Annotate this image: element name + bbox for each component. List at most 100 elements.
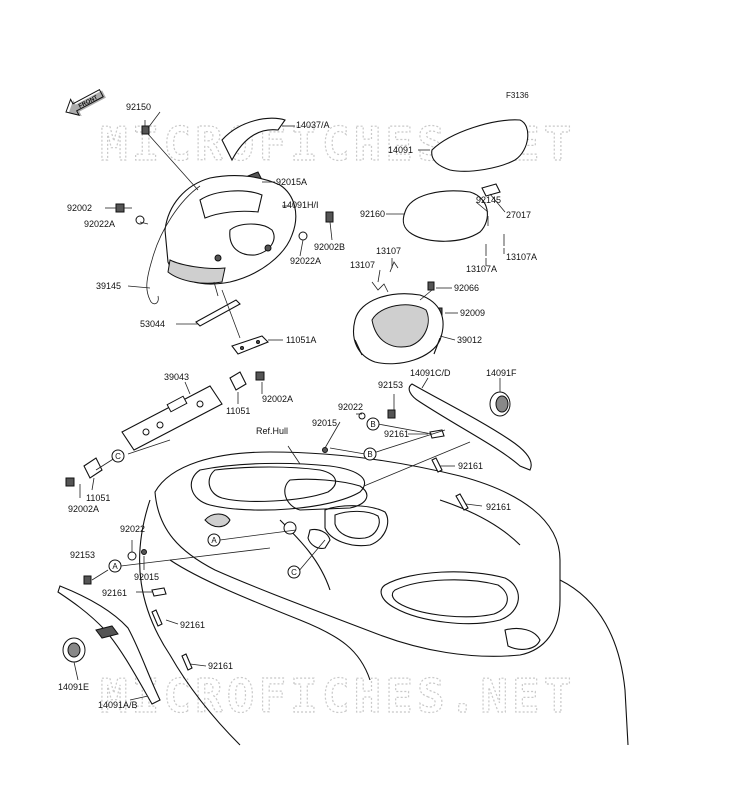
figure-code: F3136	[506, 91, 529, 100]
label-13107a-right: 13107A	[506, 252, 537, 262]
wire-13107-right	[389, 261, 399, 273]
bracket-11051a	[231, 335, 269, 355]
nut-92015-top-icon	[322, 447, 328, 453]
hose-39145-end	[149, 295, 159, 305]
screw-92066-icon	[427, 281, 435, 291]
label-92022-top: 92022	[338, 402, 363, 412]
label-13107-left: 13107	[350, 260, 375, 270]
label-92161-c: 92161	[486, 502, 511, 512]
label-53044: 53044	[140, 319, 165, 329]
label-92160: 92160	[360, 209, 385, 219]
label-92015-top: 92015	[312, 418, 337, 428]
pad-92161-b-icon	[431, 457, 443, 473]
label-14091ab: 14091A/B	[98, 700, 138, 710]
svg-text:B: B	[367, 450, 372, 459]
bracket-11051-top	[229, 371, 247, 391]
panel-14091ab-emblem-icon	[95, 625, 119, 639]
plate-39043	[121, 385, 223, 451]
bracket-11051-bottom	[83, 457, 103, 479]
panel-14091cd	[408, 383, 532, 471]
lid-14091	[431, 119, 529, 172]
svg-text:C: C	[291, 568, 297, 577]
bolt-92002a-top-icon	[255, 371, 265, 381]
bolt-92002b-icon	[325, 211, 334, 223]
nut-92015-bottom-icon	[141, 549, 147, 555]
pad-92161-f-icon	[181, 653, 193, 671]
label-92015a: 92015A	[276, 177, 307, 187]
label-92161-e: 92161	[180, 620, 205, 630]
wire-13107-left	[371, 281, 389, 293]
washer-92022a-right-icon	[298, 231, 308, 241]
label-92153-top: 92153	[378, 380, 403, 390]
marker-c-top: C	[111, 449, 125, 463]
marker-c-hull: C	[287, 565, 301, 579]
label-11051-bottom: 11051	[86, 493, 110, 503]
label-92161-d: 92161	[102, 588, 127, 598]
bolt-92002-icon	[115, 203, 132, 213]
label-92022a-left: 92022A	[84, 219, 115, 229]
bolt-92002a-bottom-icon	[65, 477, 75, 487]
label-92022a-right: 92022A	[290, 256, 321, 266]
label-39043: 39043	[164, 372, 189, 382]
label-92153-bottom: 92153	[70, 550, 95, 560]
rod-53044	[195, 299, 241, 327]
label-92009: 92009	[460, 308, 485, 318]
front-arrow-icon: FRONT	[65, 89, 106, 117]
label-13107a-left: 13107A	[466, 264, 497, 274]
label-14091e: 14091E	[58, 682, 89, 692]
label-92002b: 92002B	[314, 242, 345, 252]
pad-92161-a-icon	[429, 429, 445, 439]
label-11051-top: 11051	[226, 406, 250, 416]
hull-outline	[139, 451, 629, 746]
label-14091hi: 14091H/I	[282, 200, 319, 210]
washer-92022a-icon	[135, 215, 145, 225]
bolt-92153-top-icon	[387, 409, 396, 419]
tray-39012	[353, 293, 444, 365]
screw-92150-icon	[141, 120, 150, 135]
label-92002a-top: 92002A	[262, 394, 293, 404]
marker-a-hull: A	[207, 533, 221, 547]
cap-14091e	[62, 637, 86, 663]
label-13107-right: 13107	[376, 246, 401, 256]
washer-92022-top-icon	[358, 412, 366, 420]
label-39145: 39145	[96, 281, 121, 291]
label-92002: 92002	[67, 203, 92, 213]
pad-92161-d-icon	[151, 587, 167, 597]
label-14037: 14037/A	[296, 120, 330, 130]
hose-39145	[146, 185, 201, 301]
watermark-bottom: MICROFICHES.NET	[100, 669, 575, 723]
label-92150: 92150	[126, 102, 151, 112]
label-92145: 92145	[476, 195, 501, 205]
washer-92022-bottom-icon	[127, 551, 137, 561]
label-14091cd: 14091C/D	[410, 368, 451, 378]
part-labels: 92150 14037/A 14091 92015A 92002 14091H/…	[58, 102, 537, 710]
bolt-92153-bottom-icon	[83, 575, 92, 585]
pad-92161-e-icon	[151, 609, 163, 627]
svg-text:C: C	[115, 452, 121, 461]
marker-b-top: B	[366, 417, 380, 431]
label-14091f: 14091F	[486, 368, 517, 378]
label-92161-b: 92161	[458, 461, 483, 471]
pad-92161-c-icon	[455, 493, 469, 511]
label-92015-bottom: 92015	[134, 572, 159, 582]
leader-lines	[73, 111, 506, 701]
cover-14037	[221, 117, 286, 162]
label-92066: 92066	[454, 283, 479, 293]
marker-a-bottom: A	[108, 559, 122, 573]
block-27017-icon	[481, 183, 501, 197]
svg-text:A: A	[211, 536, 217, 545]
label-27017: 27017	[506, 210, 531, 220]
label-39012: 39012	[457, 335, 482, 345]
label-92161-a: 92161	[384, 429, 409, 439]
svg-text:B: B	[370, 420, 375, 429]
label-11051a: 11051A	[286, 335, 316, 345]
label-14091: 14091	[388, 145, 413, 155]
label-ref-hull: Ref.Hull	[256, 426, 288, 436]
panel-14091ab	[57, 585, 161, 705]
label-92002a-bottom: 92002A	[68, 504, 99, 514]
svg-text:A: A	[112, 562, 118, 571]
pad-92160	[402, 190, 488, 242]
panel-14091hi	[164, 175, 297, 285]
